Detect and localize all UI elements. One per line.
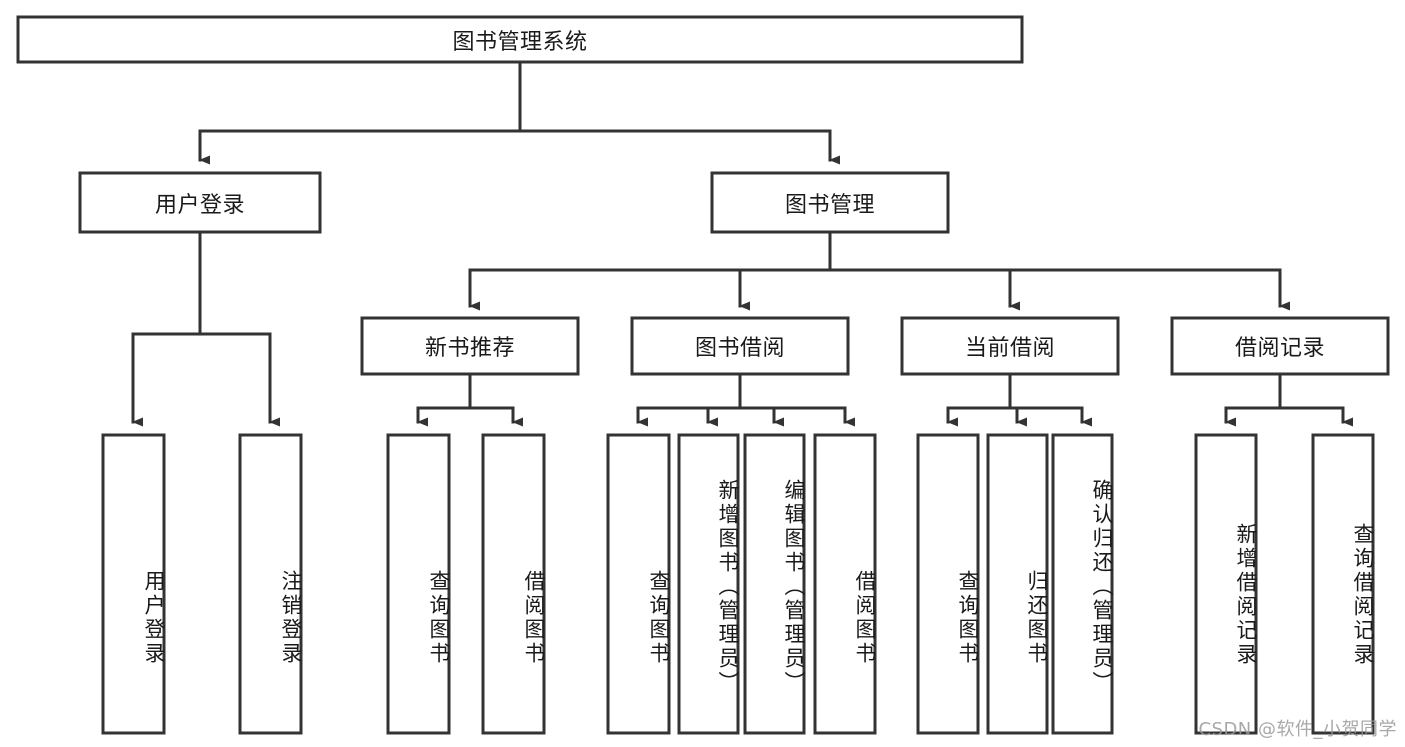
node-leaf-add-borrow-record[interactable] — [1194, 433, 1258, 735]
node-new-book-recommend[interactable] — [360, 316, 580, 376]
node-leaf-return-book[interactable] — [986, 433, 1049, 735]
node-layer — [16, 15, 1390, 735]
node-leaf-user-login[interactable] — [101, 433, 166, 735]
node-leaf-borrow-book[interactable] — [813, 433, 877, 735]
node-leaf-query-book-borrow[interactable] — [606, 433, 671, 735]
node-borrow-records[interactable] — [1170, 316, 1390, 376]
node-book-management[interactable] — [710, 171, 950, 234]
node-leaf-edit-book-admin[interactable] — [743, 433, 806, 735]
node-current-borrow[interactable] — [900, 316, 1120, 376]
node-leaf-add-book-admin[interactable] — [677, 433, 740, 735]
node-leaf-query-book-current[interactable] — [916, 433, 980, 735]
node-leaf-query-book-rec[interactable] — [386, 433, 451, 735]
node-book-borrow[interactable] — [630, 316, 850, 376]
node-root[interactable] — [16, 15, 1024, 64]
csdn-watermark: CSDN @软件_小贺同学 — [1198, 719, 1397, 740]
node-leaf-logout[interactable] — [238, 433, 303, 735]
node-user-login[interactable] — [78, 171, 322, 234]
connector-layer — [131, 60, 1353, 427]
node-leaf-confirm-return-admin[interactable] — [1051, 433, 1114, 735]
node-leaf-borrow-book-rec[interactable] — [481, 433, 546, 735]
node-leaf-query-borrow-record[interactable] — [1311, 433, 1375, 735]
